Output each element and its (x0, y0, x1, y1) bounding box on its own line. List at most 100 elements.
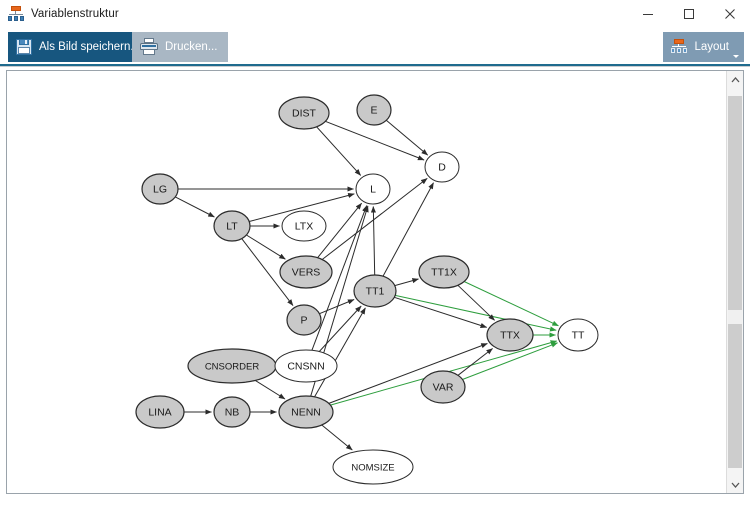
minimize-icon[interactable] (627, 0, 668, 28)
vertical-scrollbar-thumb[interactable] (728, 96, 742, 468)
node-label: LTX (295, 221, 313, 233)
graph-node-tt1[interactable]: TT1 (353, 274, 397, 308)
graph-edge (321, 178, 428, 260)
window-controls (627, 0, 750, 28)
graph-edge (241, 238, 294, 306)
toolbar-accent-rule (0, 64, 750, 66)
save-as-image-label: Als Bild speichern... (39, 41, 140, 53)
hierarchy-icon (8, 6, 24, 22)
node-shape (281, 210, 327, 242)
graph-node-tt1x[interactable]: TT1X (418, 255, 470, 289)
vertical-scrollbar[interactable] (726, 71, 743, 493)
node-shape (356, 94, 392, 126)
node-shape (332, 449, 414, 485)
node-shape (424, 151, 460, 183)
graph-edge (395, 294, 557, 332)
node-label: LT (226, 221, 238, 233)
chevron-down-icon[interactable] (733, 55, 739, 58)
graph-node-lina[interactable]: LINA (135, 395, 185, 429)
window-title: Variablenstruktur (31, 8, 119, 20)
graph-node-nomsize[interactable]: NOMSIZE (332, 449, 414, 485)
node-label: TT1 (366, 286, 385, 298)
node-shape (213, 210, 251, 242)
graph-node-cnsorder[interactable]: CNSORDER (187, 348, 277, 384)
graph-node-e[interactable]: E (356, 94, 392, 126)
node-shape (486, 318, 534, 352)
node-label: NB (225, 407, 240, 419)
graph-node-lt[interactable]: LT (213, 210, 251, 242)
node-shape (135, 395, 185, 429)
node-label: NOMSIZE (351, 463, 394, 474)
graph-edge (319, 299, 355, 315)
graph-edge (317, 202, 362, 259)
graph-node-nenn[interactable]: NENN (278, 395, 334, 429)
graph-edge (382, 182, 434, 277)
node-label: CNSNN (287, 361, 324, 373)
graph-edge (394, 278, 419, 287)
node-shape (418, 255, 470, 289)
node-label: D (438, 162, 446, 174)
graph-node-cnsnn[interactable]: CNSNN (274, 349, 338, 383)
vertical-scrollbar-track[interactable] (727, 88, 743, 476)
graph-edges (175, 119, 559, 451)
graph-node-ltx[interactable]: LTX (281, 210, 327, 242)
graph-node-p[interactable]: P (286, 304, 322, 336)
graph-edge (462, 342, 558, 380)
node-shape (557, 318, 599, 352)
close-icon[interactable] (709, 0, 750, 28)
graph-edge (325, 120, 425, 161)
graph-node-l[interactable]: L (355, 173, 391, 205)
node-label: TTX (500, 330, 520, 342)
layout-button[interactable]: Layout (663, 32, 744, 62)
node-shape (274, 349, 338, 383)
graph-node-lg[interactable]: LG (141, 173, 179, 205)
node-label: P (300, 315, 307, 327)
graph-node-vers[interactable]: VERS (279, 255, 333, 289)
node-shape (420, 370, 466, 404)
node-label: DIST (292, 108, 317, 120)
toolbar-divider (0, 66, 750, 67)
print-button[interactable]: Drucken... (132, 32, 229, 62)
maximize-icon[interactable] (668, 0, 709, 28)
node-shape (355, 173, 391, 205)
graph-edge (254, 379, 286, 400)
graph-edge (463, 281, 559, 327)
graph-edge (249, 192, 355, 222)
title-bar: Variablenstruktur (0, 0, 750, 28)
node-label: TT (572, 330, 585, 342)
node-label: E (370, 105, 377, 117)
toolbar: Als Bild speichern... Drucken... Layout (0, 28, 750, 66)
graph-node-dist[interactable]: DIST (278, 96, 330, 130)
node-shape (213, 396, 251, 428)
node-label: CNSORDER (205, 362, 260, 373)
node-shape (278, 395, 334, 429)
chevron-down-icon[interactable] (727, 476, 743, 493)
node-label: LINA (148, 407, 171, 419)
graph-node-nb[interactable]: NB (213, 396, 251, 428)
node-shape (286, 304, 322, 336)
graph-edge (246, 234, 286, 260)
node-label: NENN (291, 407, 321, 419)
graph-edge (314, 307, 366, 398)
graph-node-var[interactable]: VAR (420, 370, 466, 404)
graph-edge (457, 284, 495, 321)
node-shape (279, 255, 333, 289)
printer-icon (139, 38, 159, 56)
node-shape (141, 173, 179, 205)
graph-node-d[interactable]: D (424, 151, 460, 183)
node-label: TT1X (431, 267, 457, 279)
graph-edge (385, 119, 429, 156)
hierarchy-icon (670, 39, 688, 55)
graph-node-ttx[interactable]: TTX (486, 318, 534, 352)
floppy-disk-icon (15, 38, 33, 56)
graph-edge (457, 348, 493, 376)
graph-edge (328, 343, 488, 404)
save-as-image-button[interactable]: Als Bild speichern... (8, 32, 151, 62)
chevron-up-icon[interactable] (727, 71, 743, 88)
graph-node-tt[interactable]: TT (557, 318, 599, 352)
graph-edge (311, 205, 368, 351)
graph-edge (394, 296, 488, 328)
